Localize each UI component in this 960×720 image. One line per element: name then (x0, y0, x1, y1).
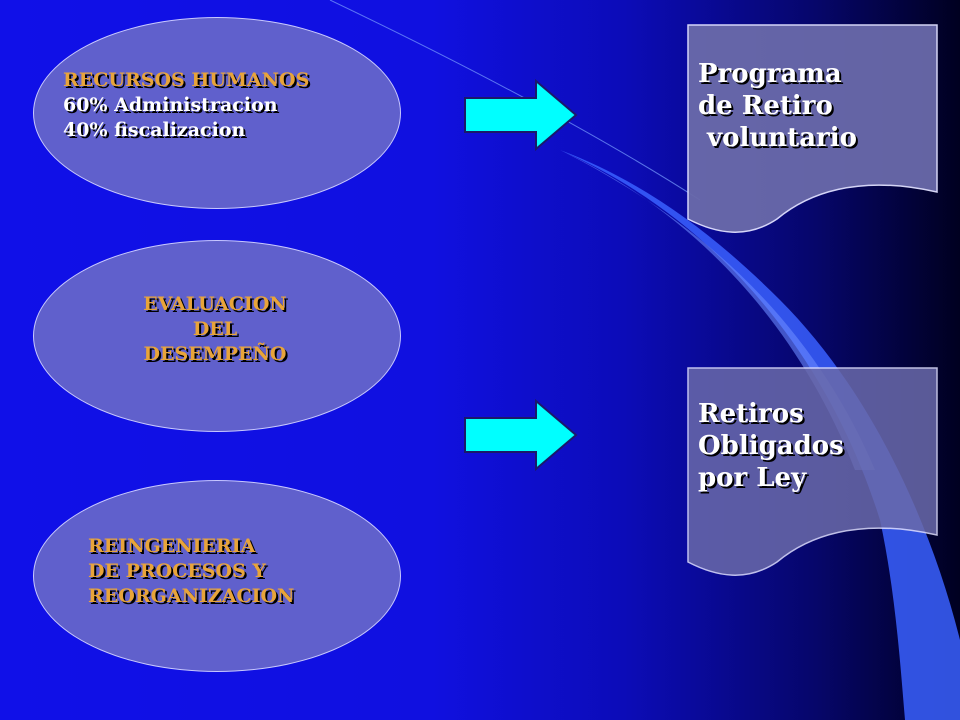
document-line: Obligados (698, 431, 844, 461)
oval-reingenieria-text: REINGENIERIA DE PROCESOS Y REORGANIZACIO… (88, 534, 294, 609)
oval-line: EVALUACION (143, 293, 287, 315)
document-line: Programa (698, 59, 842, 89)
document-line: por Ley (698, 463, 807, 493)
document-line: Retiros (698, 399, 804, 429)
document-shape (687, 24, 938, 233)
oval-line: REINGENIERIA (88, 535, 256, 557)
oval-line: 40% fiscalizacion (63, 119, 246, 141)
oval-line: DESEMPEÑO (143, 343, 287, 365)
document-line: voluntario (698, 123, 857, 153)
arrow-right-icon (464, 78, 578, 152)
oval-line: 60% Administracion (63, 94, 278, 116)
oval-line: REORGANIZACION (88, 585, 295, 607)
arrow-right-icon (464, 398, 578, 472)
document-line: de Retiro (698, 91, 833, 121)
oval-evaluacion-text: EVALUACION DEL DESEMPEÑO (110, 292, 320, 367)
oval-reingenieria (33, 480, 401, 672)
oval-recursos-humanos-text: RECURSOS HUMANOS 60% Administracion 40% … (63, 68, 309, 143)
oval-evaluacion (33, 240, 401, 432)
oval-line: DEL (192, 318, 238, 340)
oval-line: RECURSOS HUMANOS (63, 69, 310, 91)
oval-recursos-humanos (33, 17, 401, 209)
document-shape (687, 367, 938, 576)
document-retiros-obligados-text: Retiros Obligados por Ley (698, 398, 844, 494)
oval-line: DE PROCESOS Y (88, 560, 266, 582)
document-retiro-voluntario-text: Programa de Retiro voluntario (698, 58, 857, 154)
swoosh-band (560, 150, 960, 720)
